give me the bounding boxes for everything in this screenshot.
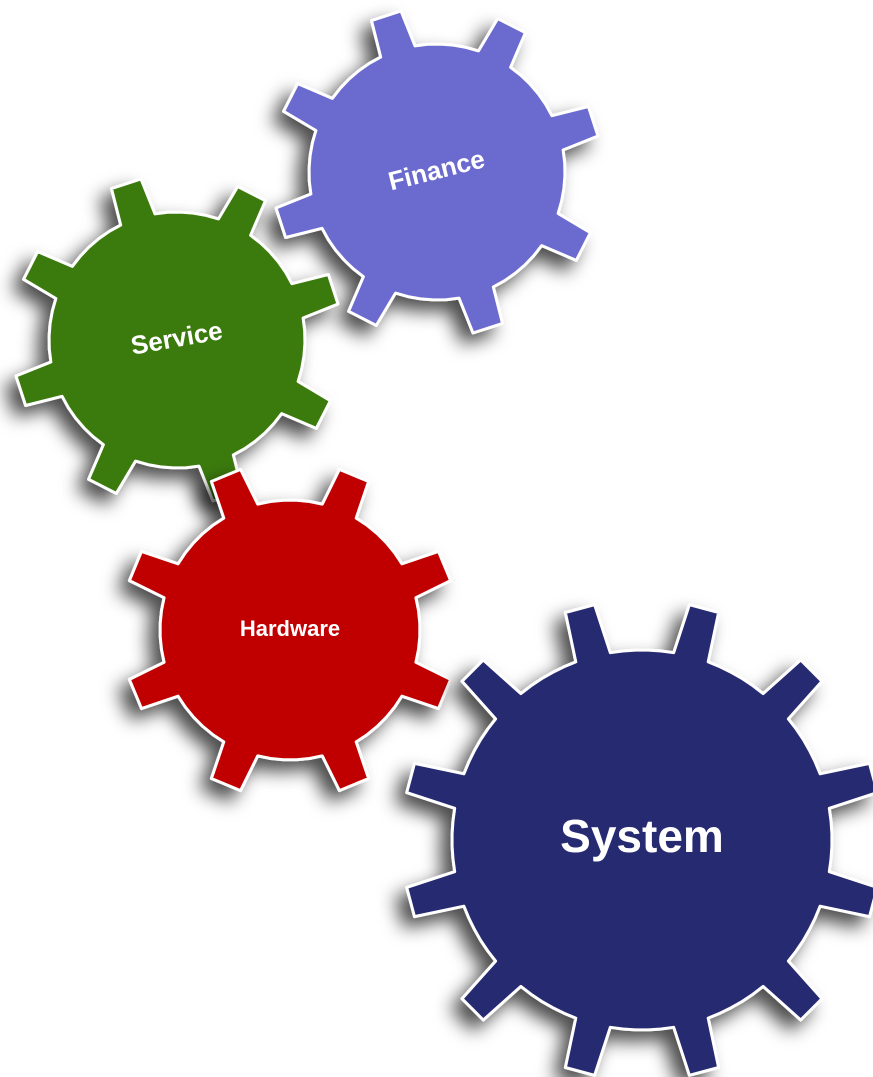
gear-icon (274, 9, 600, 335)
gear-icon (405, 603, 873, 1077)
gear-service: Service (14, 177, 340, 503)
gear-label-system: System (560, 810, 724, 862)
gear-finance: Finance (274, 9, 600, 335)
gear-icon (14, 177, 340, 503)
gear-hardware: Hardware (127, 467, 453, 793)
gear-system: System (405, 603, 873, 1077)
gear-label-hardware: Hardware (240, 616, 340, 641)
gear-icon (127, 467, 453, 793)
